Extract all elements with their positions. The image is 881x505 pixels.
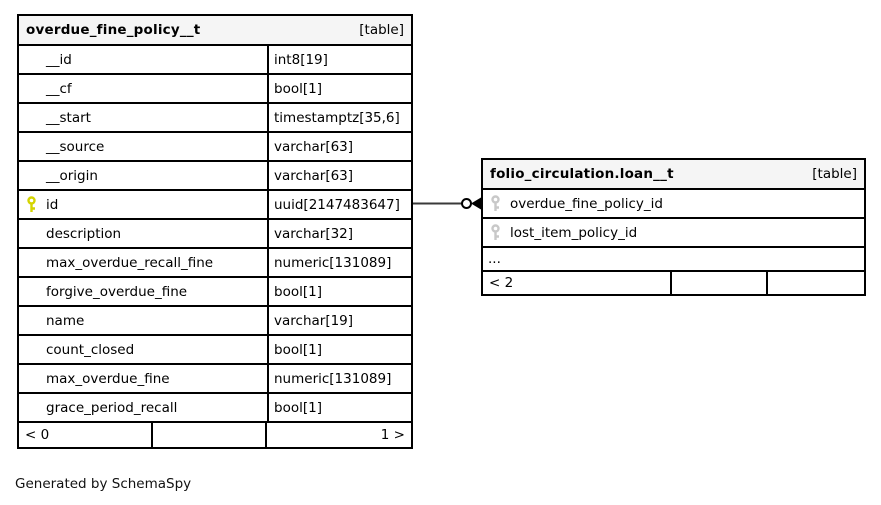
column-type: bool[1] (274, 399, 322, 416)
table-tag: [table] (812, 166, 857, 182)
table-row: __origin varchar[63] (19, 160, 411, 189)
table-row: forgive_overdue_fine bool[1] (19, 276, 411, 305)
relationship-connector (413, 197, 481, 210)
foreign-key-icon (490, 195, 510, 212)
column-name: __id (46, 51, 72, 68)
table-row: max_overdue_recall_fine numeric[131089] (19, 247, 411, 276)
table-row: max_overdue_fine numeric[131089] (19, 363, 411, 392)
column-name: max_overdue_recall_fine (46, 254, 214, 271)
column-name: grace_period_recall (46, 399, 178, 416)
footer-children-count: < 2 (483, 272, 672, 294)
table-row: __start timestamptz[35,6] (19, 102, 411, 131)
column-type: bool[1] (274, 80, 322, 97)
table-row: description varchar[32] (19, 218, 411, 247)
table-header-overdue-fine-policy-t[interactable]: overdue_fine_policy__t [table] (19, 16, 411, 44)
column-name: name (46, 312, 85, 329)
column-type: varchar[63] (274, 167, 354, 184)
table-row-foreign-key: lost_item_policy_id (483, 217, 864, 246)
column-type: uuid[2147483647] (274, 196, 400, 213)
table-tag: [table] (359, 22, 404, 38)
table-row: name varchar[19] (19, 305, 411, 334)
table-footer: < 0 1 > (19, 421, 411, 447)
column-type: numeric[131089] (274, 370, 392, 387)
column-type: numeric[131089] (274, 254, 392, 271)
column-name: description (46, 225, 122, 242)
table-folio-circulation-loan-t: folio_circulation.loan__t [table] overdu… (481, 158, 866, 296)
footer-parents-count (768, 272, 864, 294)
table-row-foreign-key: overdue_fine_policy_id (483, 188, 864, 217)
column-type: varchar[32] (274, 225, 354, 242)
table-row: __id int8[19] (19, 44, 411, 73)
table-header-folio-circulation-loan-t[interactable]: folio_circulation.loan__t [table] (483, 160, 864, 188)
table-title: folio_circulation.loan__t (490, 166, 674, 182)
column-type: varchar[63] (274, 138, 354, 155)
column-type: int8[19] (274, 51, 328, 68)
column-name: max_overdue_fine (46, 370, 170, 387)
column-type: bool[1] (274, 283, 322, 300)
table-row: grace_period_recall bool[1] (19, 392, 411, 421)
table-row: __cf bool[1] (19, 73, 411, 102)
table-footer: < 2 (483, 270, 864, 294)
foreign-key-icon (490, 224, 510, 241)
column-name: __start (46, 109, 91, 126)
table-row-primary-key: id uuid[2147483647] (19, 189, 411, 218)
column-name: count_closed (46, 341, 135, 358)
table-row: __source varchar[63] (19, 131, 411, 160)
column-type: bool[1] (274, 341, 322, 358)
generated-by-credit: Generated by SchemaSpy (15, 476, 192, 492)
zero-or-one-symbol (461, 198, 472, 209)
arrowhead (471, 197, 481, 210)
column-name: __source (46, 138, 105, 155)
table-row: count_closed bool[1] (19, 334, 411, 363)
column-name: lost_item_policy_id (510, 224, 638, 241)
column-name: overdue_fine_policy_id (510, 195, 663, 212)
table-overdue-fine-policy-t: overdue_fine_policy__t [table] __id int8… (17, 14, 413, 449)
table-title: overdue_fine_policy__t (26, 22, 201, 38)
footer-spacer (672, 272, 768, 294)
column-name: forgive_overdue_fine (46, 283, 188, 300)
primary-key-icon (26, 196, 46, 213)
footer-parents-count: 1 > (380, 427, 405, 443)
column-type: varchar[19] (274, 312, 354, 329)
column-name: id (46, 196, 59, 213)
footer-spacer (153, 423, 267, 447)
column-name: __cf (46, 80, 72, 97)
footer-children-count: < 0 (19, 423, 153, 447)
elided-columns-row: ... (483, 246, 864, 270)
column-type: timestamptz[35,6] (274, 109, 400, 126)
column-name: __origin (46, 167, 98, 184)
